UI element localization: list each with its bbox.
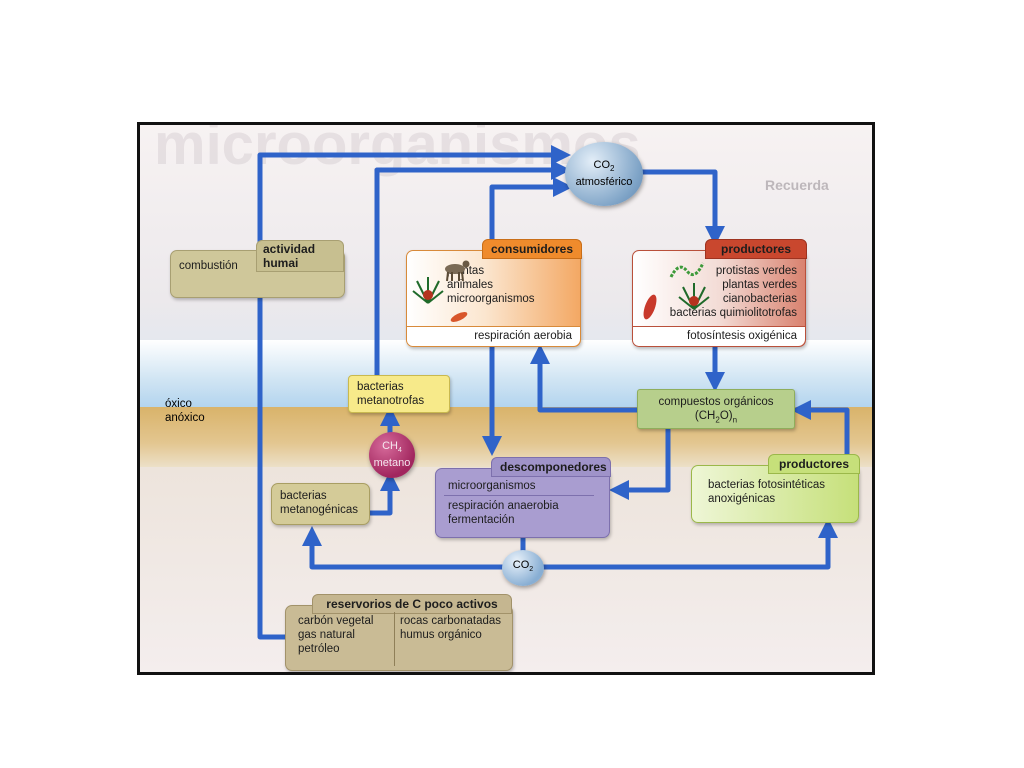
compuestos-formula: (CH2O)n [694,410,738,425]
plant-icon [412,277,444,304]
compuestos-label: compuestos orgánicos [658,396,774,408]
goat-icon [445,260,470,282]
respiracion-aerobia-label: respiración aerobia [407,326,580,346]
metano-label: metano [373,457,411,470]
consumidores-box: consumidores plantas animales microorgan… [406,239,582,347]
actividad-humana-box: actividad humai combustión [170,240,345,298]
descomponedor-microorganismos: microorganismos [448,480,536,492]
fermentacion-label: fermentación [448,514,515,526]
productores-top-header: productores [705,239,807,259]
bacterias-fotosinteticas-label: bacterias fotosintéticas [708,479,825,491]
productor-plantas: plantas verdes [722,279,797,291]
reservorios-box: reservorios de C poco activos carbón veg… [285,594,513,671]
consumidor-animales: animales [447,279,494,291]
compuestos-organicos-box: compuestos orgánicos (CH2O)n [637,389,795,429]
co2-label: atmosférico [575,175,633,188]
ghost-recuerda: Recuerda [765,177,829,193]
consumidor-microorganismos: microorganismos [447,293,535,305]
productor-quimiolitotrofas: bacterias quimiolitotrofas [669,307,797,319]
reservorio-rocas-carbonatadas: rocas carbonatadas [400,615,502,627]
metanotrofas-line-2: metanotrofas [357,395,425,407]
combustion-label: combustión [179,260,238,272]
fotosintesis-oxigenica-label: fotosíntesis oxigénica [633,326,805,346]
metano-node: CH4 metano [369,432,415,478]
metanogenicas-line-2: metanogénicas [280,504,358,516]
microorganism-icon [450,312,468,322]
reservorio-petroleo: petróleo [298,643,340,655]
descomponedores-box: descomponedores microorganismos respirac… [435,457,611,538]
actividad-humana-header: actividad humai [256,240,344,272]
carbon-flow-arrows [257,145,850,640]
cyanobacteria-icon [669,262,705,278]
reservorio-carbon-vegetal: carbón vegetal [298,615,374,627]
ch4-formula: CH4 [382,439,402,455]
productor-protistas: protistas verdes [715,265,797,277]
reservorio-humus-organico: humus orgánico [400,629,482,641]
productores-top-box: productores protistas verdes plantas ver… [632,239,807,347]
co2-formula: CO2 [593,159,615,174]
metanotrofas-box: bacterias metanotrofas [348,375,450,413]
reservorios-divider [394,612,395,666]
diagram-frame: microorganismos Recuerda [137,122,875,675]
metanogenicas-box: bacterias metanogénicas [271,483,370,525]
bacteria-icon [643,294,657,320]
anoxigenicas-label: anoxigénicas [708,493,776,505]
descomponedores-divider [444,495,594,496]
zone-labels: óxico anóxico [165,397,205,425]
consumidores-header: consumidores [482,239,582,259]
co2-atmosferico-node: CO2 atmosférico [565,142,643,206]
metanogenicas-line-1: bacterias [280,490,327,502]
descomponedores-header: descomponedores [491,457,611,477]
respiracion-anaerobia-label: respiración anaerobia [448,500,559,512]
plant-icon [678,283,710,310]
zone-anoxico: anóxico [165,412,205,424]
productores-bottom-header: productores [768,454,860,474]
zone-oxico: óxico [165,398,192,410]
co2-bottom-node: CO2 [502,550,544,586]
metanotrofas-line-1: bacterias [357,381,404,393]
productor-cianobacterias: cianobacterias [722,293,797,305]
productores-bottom-box: productores bacterias fotosintéticas ano… [691,454,860,523]
reservorio-gas-natural: gas natural [298,629,355,641]
co2-bottom-formula: CO2 [512,559,534,574]
reservorios-header: reservorios de C poco activos [312,594,512,614]
